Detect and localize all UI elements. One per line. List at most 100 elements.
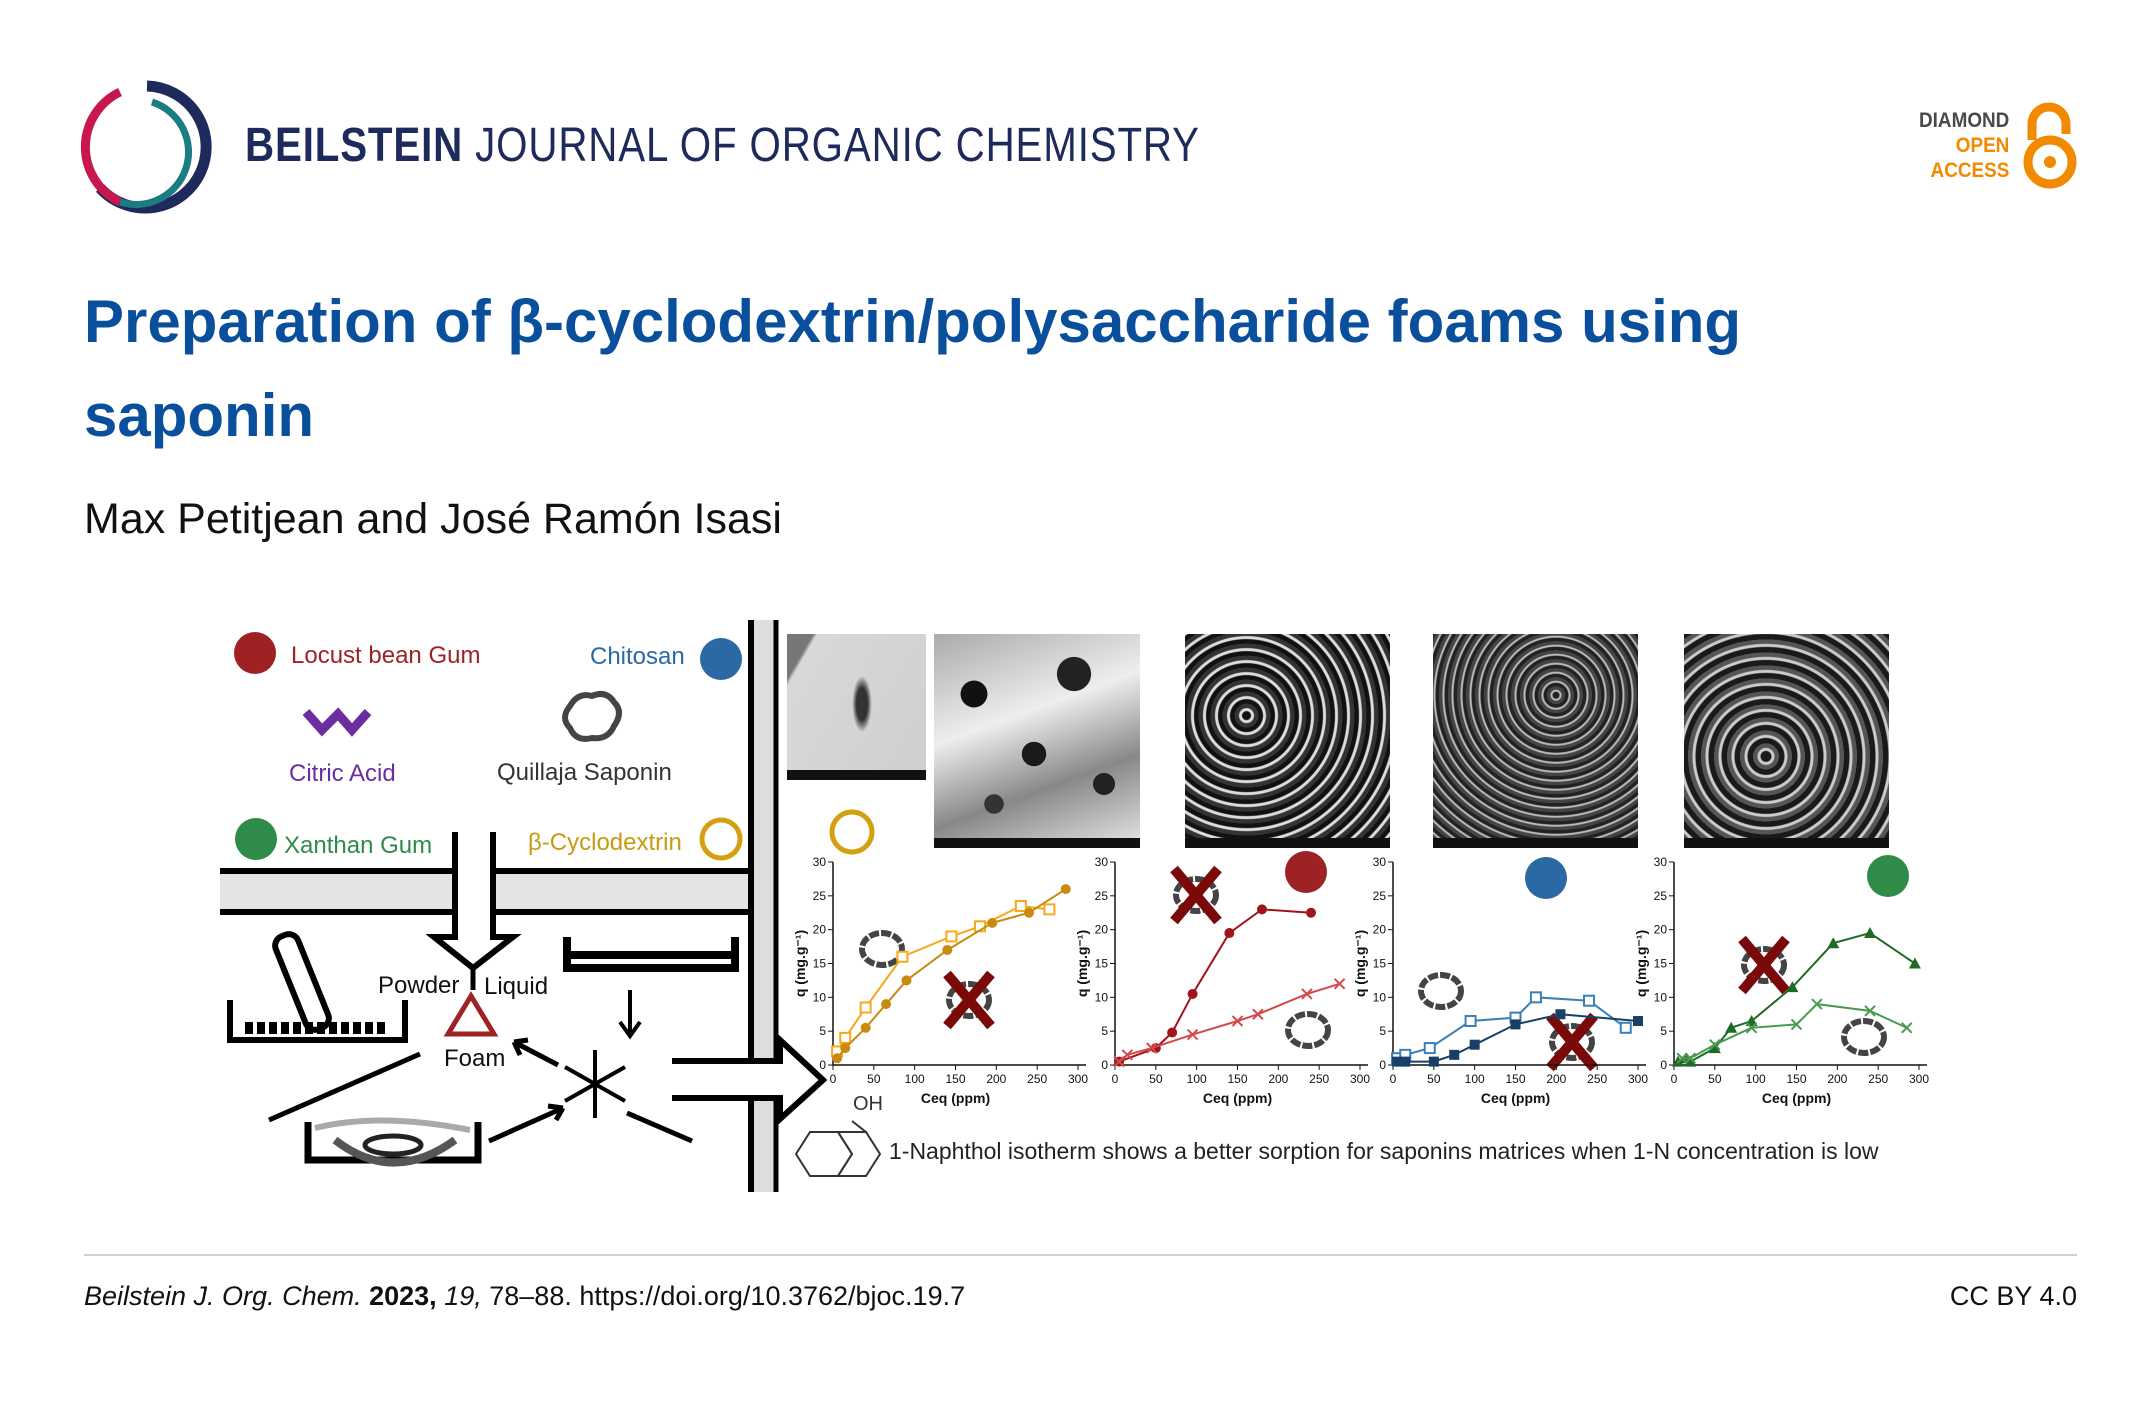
data-point: [1469, 1039, 1480, 1050]
data-point: [1014, 899, 1027, 912]
x-axis-label: Ceq (ppm): [1481, 1090, 1550, 1106]
data-point: [1400, 1056, 1411, 1067]
data-point: [1725, 1021, 1738, 1033]
y-tick-label: 25: [1095, 889, 1109, 903]
x-tick-label: 100: [905, 1072, 925, 1086]
sem-image-3: [1185, 634, 1390, 848]
legend-citric-acid: Citric Acid: [289, 760, 396, 787]
data-point: [1619, 1021, 1632, 1034]
sem-image-1: [787, 634, 926, 780]
data-point: [1529, 991, 1542, 1004]
citation-doi[interactable]: 78–88. https://doi.org/10.3762/bjoc.19.7: [481, 1281, 966, 1311]
x-tick-label: 200: [1546, 1072, 1566, 1086]
citation-volume: 19,: [444, 1281, 482, 1311]
data-point: [1908, 957, 1921, 969]
data-point: [1684, 1052, 1697, 1064]
chart3-chitosan-dot-icon: [1525, 857, 1567, 899]
y-tick-label: 0: [1379, 1058, 1386, 1072]
citation-journal: Beilstein J. Org. Chem.: [84, 1281, 362, 1311]
freeze-dry-bowl-icon: [304, 1117, 482, 1167]
x-tick-label: 150: [1505, 1072, 1525, 1086]
y-tick-label: 25: [1373, 889, 1387, 903]
y-tick-label: 10: [1654, 990, 1668, 1004]
x-tick-label: 50: [1427, 1072, 1441, 1086]
y-tick-label: 15: [1373, 957, 1387, 971]
cross-icon: [1170, 865, 1222, 925]
data-point: [901, 975, 912, 986]
data-point: [1745, 1015, 1758, 1027]
data-point: [1392, 1056, 1403, 1067]
x-tick-label: 250: [1868, 1072, 1888, 1086]
series-line-without-saponin: [1118, 908, 1312, 1063]
saponin-blob-icon: [1173, 876, 1219, 914]
data-point: [1252, 1008, 1264, 1020]
naphthol-structure-icon: [794, 1120, 882, 1177]
data-point: [1811, 998, 1823, 1010]
data-point: [1060, 884, 1071, 895]
chitosan-dot-icon: [700, 638, 742, 680]
cross-icon: [1546, 1012, 1598, 1072]
x-tick-label: 300: [1350, 1072, 1370, 1086]
data-point: [1187, 988, 1198, 999]
data-point: [839, 1031, 852, 1044]
data-point: [1583, 994, 1595, 1007]
open-access-lock-icon: [2023, 102, 2077, 189]
data-point: [832, 1053, 843, 1064]
data-point: [1676, 1052, 1688, 1064]
y-tick-label: 25: [1654, 889, 1668, 903]
y-tick-label: 20: [1095, 923, 1109, 937]
y-tick-label: 5: [1101, 1024, 1108, 1038]
data-point: [1510, 1019, 1521, 1030]
data-point: [1333, 978, 1346, 990]
data-point: [1708, 1042, 1721, 1054]
citric-acid-zigzag-icon: [302, 707, 372, 737]
data-point: [1684, 1055, 1697, 1067]
legend-quillaja-saponin: Quillaja Saponin: [497, 759, 672, 786]
mixing-beaker-icon: [227, 931, 408, 1043]
x-tick-label: 150: [1786, 1072, 1806, 1086]
x-tick-label: 200: [986, 1072, 1006, 1086]
y-tick-label: 0: [1660, 1058, 1667, 1072]
x-tick-label: 200: [1268, 1072, 1288, 1086]
data-point: [945, 930, 958, 943]
data-point: [1786, 981, 1799, 993]
data-point: [1633, 1016, 1643, 1027]
y-tick-label: 5: [1660, 1024, 1667, 1038]
series-line-with-saponin: [1118, 982, 1340, 1063]
y-tick-label: 15: [813, 957, 827, 971]
y-axis-label: q (mg.g⁻¹): [792, 930, 808, 997]
x-tick-label: 150: [945, 1072, 965, 1086]
data-point: [1186, 1028, 1199, 1041]
x-tick-label: 50: [1149, 1072, 1163, 1086]
legend-xanthan-gum: Xanthan Gum: [284, 832, 432, 859]
y-axis-label: q (mg.g⁻¹): [1352, 930, 1368, 997]
x-tick-label: 300: [1628, 1072, 1648, 1086]
data-point: [987, 917, 998, 928]
saponin-blob-icon: [1285, 1011, 1331, 1049]
y-tick-label: 25: [813, 889, 827, 903]
y-tick-label: 0: [1101, 1058, 1108, 1072]
locust-bean-gum-dot-icon: [234, 632, 276, 674]
data-point: [1555, 1009, 1566, 1020]
process-arrows: [267, 1037, 693, 1144]
data-point: [942, 944, 953, 955]
data-point: [1043, 903, 1056, 916]
x-tick-label: 100: [1746, 1072, 1766, 1086]
y-tick-label: 15: [1654, 957, 1668, 971]
x-tick-label: 0: [1390, 1072, 1397, 1086]
x-tick-label: 0: [830, 1072, 837, 1086]
y-tick-label: 20: [813, 923, 827, 937]
data-point: [1231, 1015, 1244, 1027]
data-point: [1024, 907, 1034, 918]
chart2-locust-dot-icon: [1285, 851, 1327, 893]
chart4-xanthan-dot-icon: [1867, 855, 1909, 897]
oa-access: ACCESS: [1930, 159, 2009, 182]
data-point: [881, 999, 892, 1010]
x-tick-label: 250: [1587, 1072, 1607, 1086]
saponin-blob-icon: [562, 691, 622, 742]
diamond-open-access-label: DIAMOND OPEN ACCESS: [1919, 108, 2009, 183]
data-point: [1423, 1042, 1436, 1055]
x-tick-label: 50: [1708, 1072, 1722, 1086]
license: CC BY 4.0: [1949, 1281, 2077, 1311]
